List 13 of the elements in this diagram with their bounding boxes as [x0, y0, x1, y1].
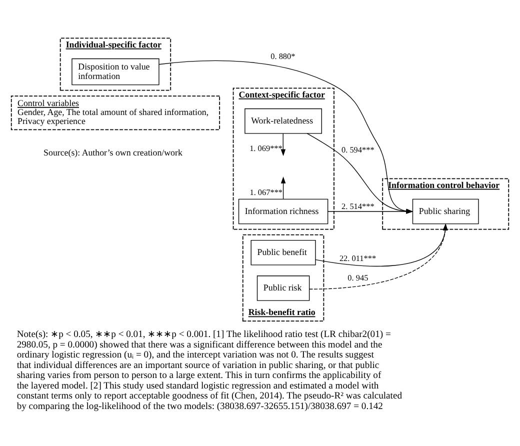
node-box: Public risk — [256, 275, 310, 300]
node-box: Public sharing — [412, 198, 479, 224]
node-box: Control variables Gender, Age, The total amount of shared information, Privacy experience — [10, 95, 220, 130]
arrow — [309, 222, 448, 289]
arrow — [315, 222, 448, 266]
node-box: Public benefit — [250, 239, 316, 265]
node-box: Information richness — [238, 198, 328, 224]
caption: Note(s): ∗p < 0.05, ∗∗p < 0.01, ∗∗∗p < 0.001. [1] The likelihood ratio test (LR chibar2(01) = 2980.05, p = 0.0000) showed that there was a significant difference between this model and the ordinary logistic regression (uᵢ = 0), and the intercept variation was not 0. The results suggest that individual differences are an important source of variation in public sharing, or that public sharing varies from person to person to a large extent. This in turn confirms the applicability of the layered model. [2] This study used standard logistic regression and estimated a model with constant terms only to report acceptable goodness of fit (Chen, 2014). The pseudo-R² was calculated by comparing the log-likelihood of the two models: (38038.697-32655.151)/38038.697 = 0.142 — [16, 328, 402, 412]
node-box: Work-relatedness — [244, 108, 322, 134]
label: Source(s): Author’s own creation/work — [44, 147, 182, 158]
arrow — [280, 132, 286, 156]
node-box: Disposition to value information — [72, 58, 160, 85]
arrow — [280, 176, 286, 199]
